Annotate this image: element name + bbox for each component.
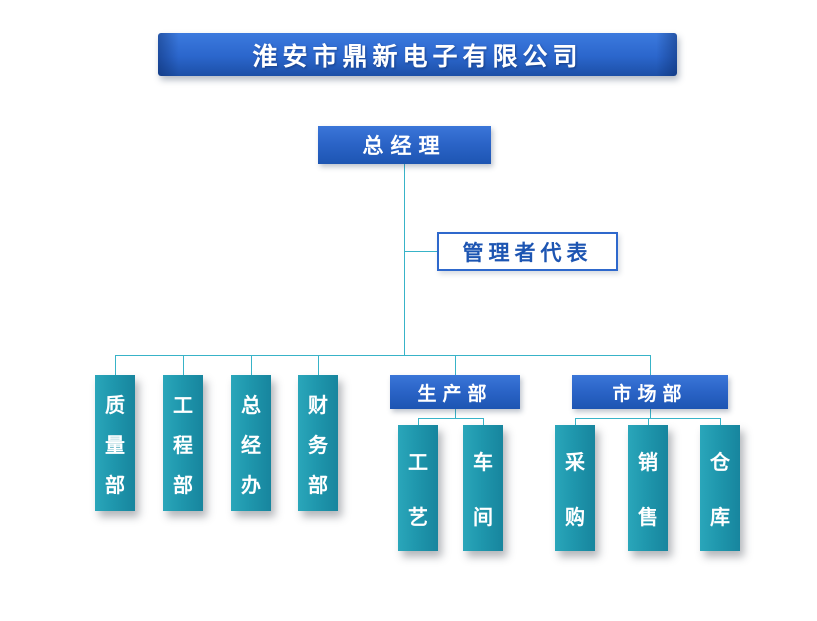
node-gm-office-label: 总经办 [241, 394, 261, 497]
connector-drop-finance [318, 355, 319, 375]
company-title: 淮安市鼎新电子有限公司 [252, 42, 583, 71]
node-production-dept-label: 生产部 [417, 383, 493, 405]
node-quality-dept: 质量部 [95, 375, 135, 511]
node-warehouse-label: 仓库 [710, 452, 730, 529]
node-marketing-dept-label: 市场部 [612, 383, 688, 405]
connector-marketing-hline [575, 418, 720, 419]
node-sales-label: 销售 [638, 452, 658, 529]
node-purchasing: 采购 [555, 425, 595, 551]
node-general-manager: 总经理 [318, 126, 491, 164]
node-purchasing-label: 采购 [565, 452, 585, 529]
node-workshop-label: 车间 [473, 452, 493, 529]
node-engineering-dept-label: 工程部 [173, 394, 193, 497]
node-general-manager-label: 总经理 [362, 135, 447, 158]
connector-trunk-line [404, 164, 405, 355]
connector-production-hline [418, 418, 483, 419]
node-production-dept: 生产部 [390, 375, 520, 409]
node-management-representative-label: 管理者代表 [462, 241, 593, 265]
node-engineering-dept: 工程部 [163, 375, 203, 511]
node-management-representative: 管理者代表 [437, 232, 618, 271]
node-gm-office: 总经办 [231, 375, 271, 511]
connector-drop-process [418, 418, 419, 425]
node-quality-dept-label: 质量部 [105, 394, 125, 497]
connector-main-hline [115, 355, 650, 356]
connector-drop-sales [648, 418, 649, 425]
connector-drop-workshop [483, 418, 484, 425]
connector-drop-quality [115, 355, 116, 375]
company-title-banner: 淮安市鼎新电子有限公司 [158, 33, 677, 76]
node-finance-dept: 财务部 [298, 375, 338, 511]
connector-production-stem [455, 409, 456, 418]
connector-drop-engineering [183, 355, 184, 375]
node-process: 工艺 [398, 425, 438, 551]
node-sales: 销售 [628, 425, 668, 551]
node-warehouse: 仓库 [700, 425, 740, 551]
connector-drop-warehouse [720, 418, 721, 425]
connector-drop-marketing [650, 355, 651, 375]
node-marketing-dept: 市场部 [572, 375, 728, 409]
connector-marketing-stem [650, 409, 651, 418]
connector-drop-gm-office [251, 355, 252, 375]
connector-representative-line [404, 251, 437, 252]
connector-drop-production [455, 355, 456, 375]
connector-drop-purchasing [575, 418, 576, 425]
node-finance-dept-label: 财务部 [308, 394, 328, 497]
node-workshop: 车间 [463, 425, 503, 551]
node-process-label: 工艺 [408, 452, 428, 529]
